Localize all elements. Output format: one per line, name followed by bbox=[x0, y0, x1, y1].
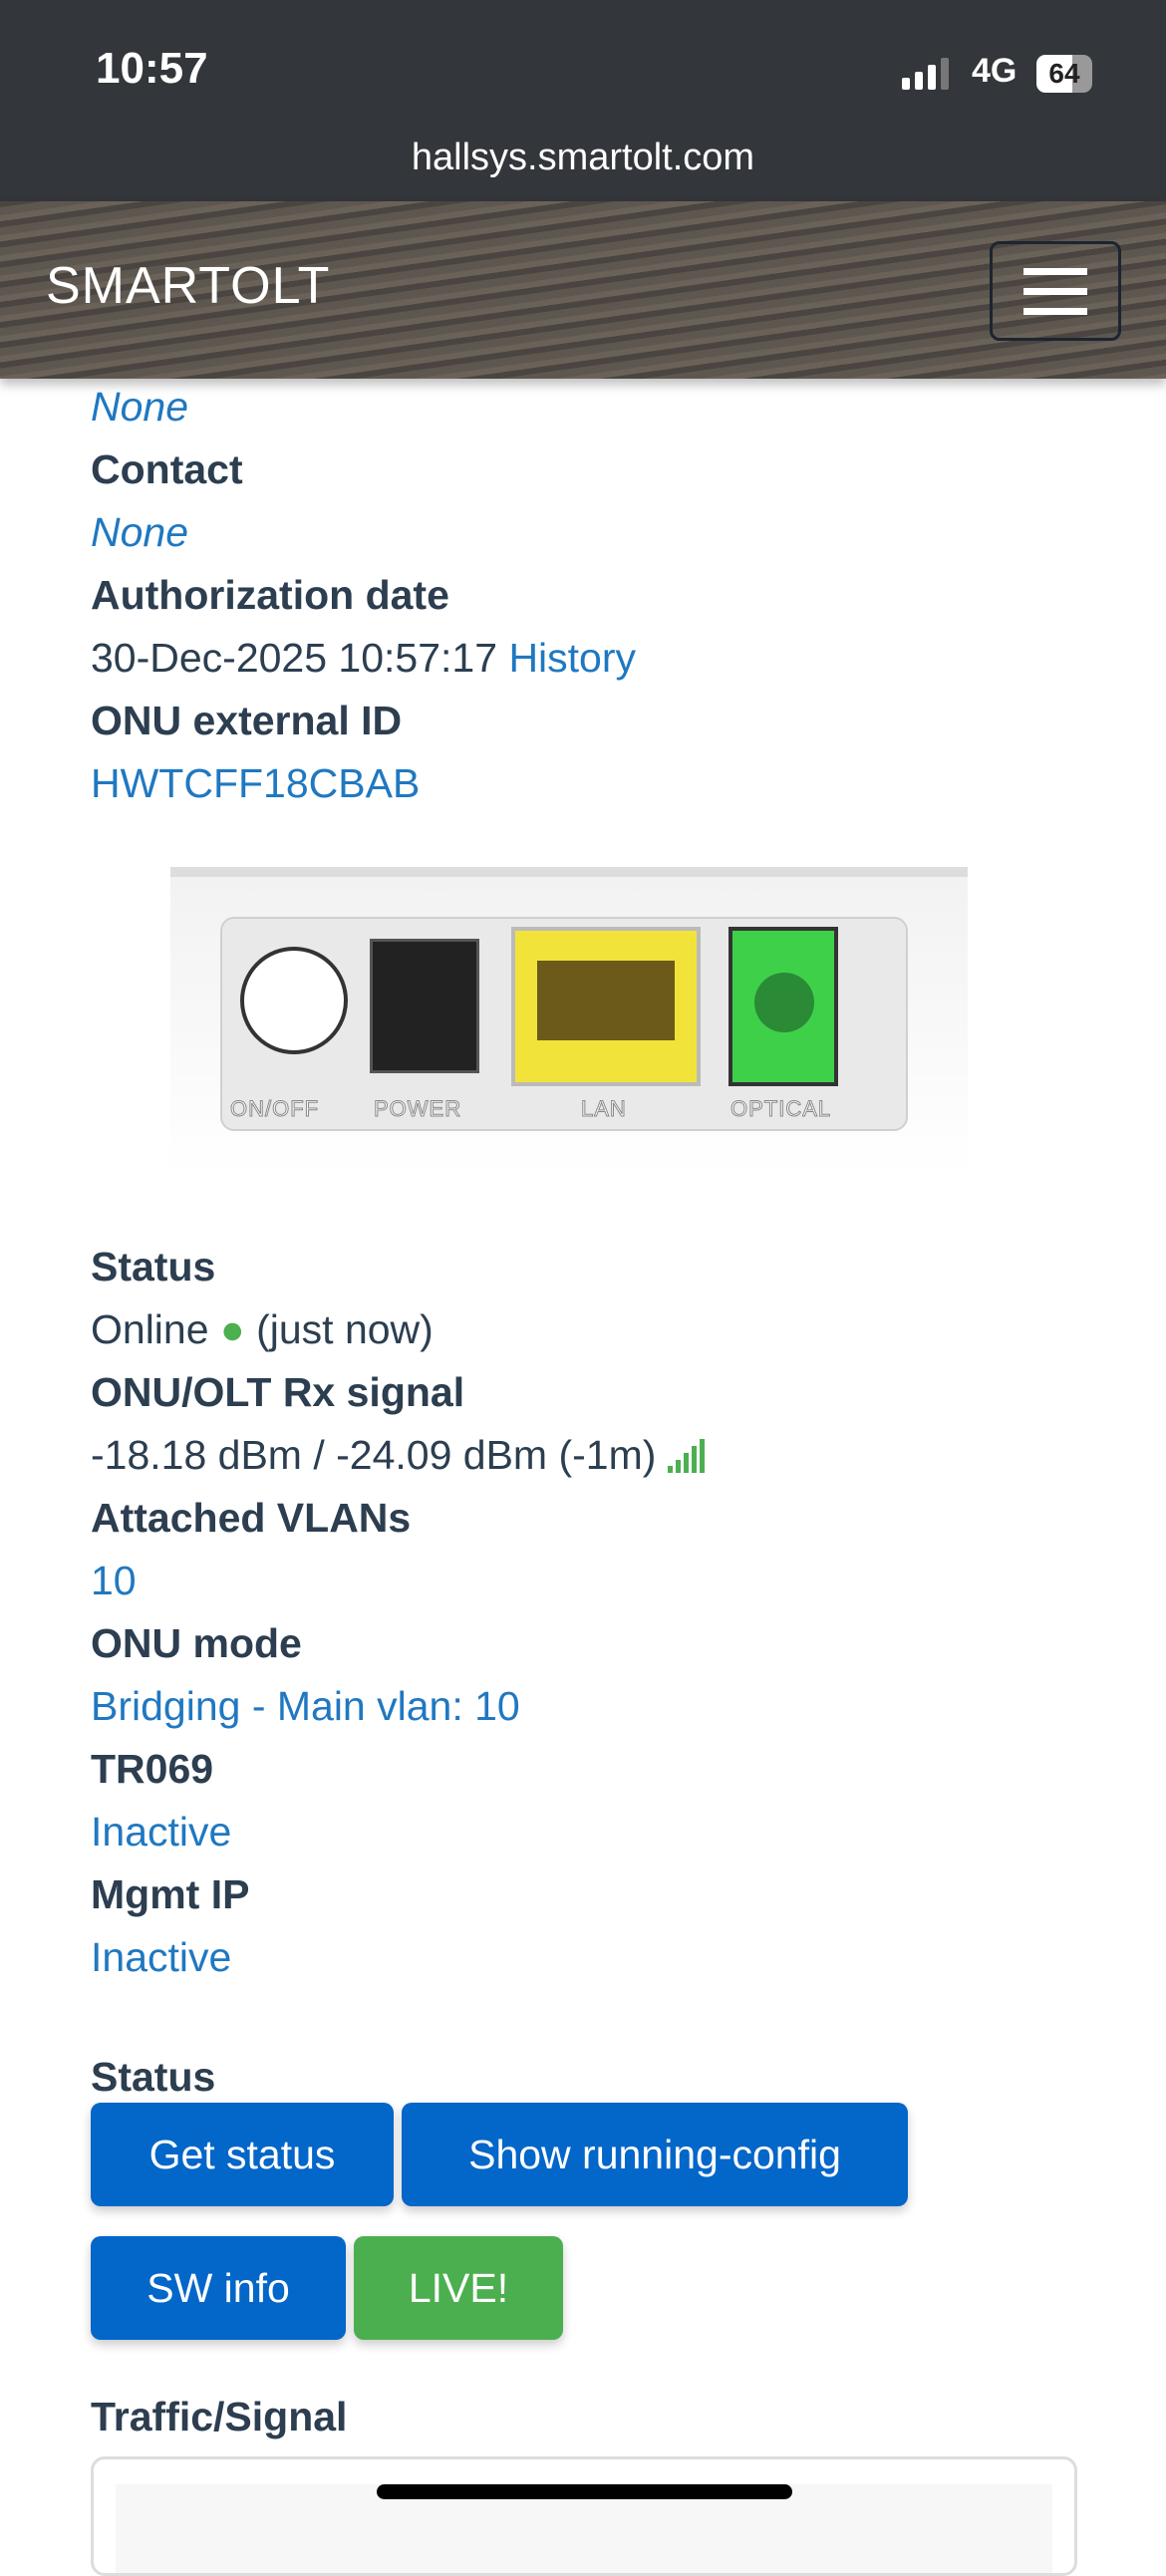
authorization-date-label: Authorization date bbox=[91, 572, 449, 618]
tr069-label: TR069 bbox=[91, 1746, 214, 1792]
onu-mode-label: ONU mode bbox=[91, 1620, 302, 1666]
traffic-signal-card bbox=[91, 2456, 1077, 2576]
actions-heading: Status bbox=[91, 2054, 216, 2100]
history-link[interactable]: History bbox=[508, 635, 637, 681]
signal-value: -18.18 dBm / -24.09 dBm (-1m) bbox=[91, 1432, 657, 1478]
hamburger-icon bbox=[1023, 267, 1087, 275]
live-button[interactable]: LIVE! bbox=[354, 2236, 563, 2340]
contact-value: None bbox=[91, 509, 189, 555]
onu-mode-link[interactable]: Bridging - Main vlan: 10 bbox=[91, 1683, 520, 1729]
external-id-label: ONU external ID bbox=[91, 698, 403, 743]
port-label: POWER bbox=[373, 1096, 462, 1122]
port-label: OPTICAL bbox=[729, 1096, 832, 1122]
lan-port bbox=[511, 927, 701, 1086]
vlans-link[interactable]: 10 bbox=[91, 1558, 137, 1603]
port-label: LAN bbox=[581, 1096, 627, 1122]
globe-icon: ● bbox=[219, 1306, 245, 1352]
onu-details: None Contact None Authorization date 30-… bbox=[91, 376, 1087, 2448]
power-switch-port bbox=[240, 947, 348, 1054]
status-bar: 10:57 4G 64 hallsys.smartolt.com bbox=[0, 0, 1166, 201]
show-running-config-button[interactable]: Show running-config bbox=[402, 2103, 908, 2206]
sw-info-button[interactable]: SW info bbox=[91, 2236, 346, 2340]
power-port bbox=[370, 939, 479, 1073]
traffic-signal-heading: Traffic/Signal bbox=[91, 2394, 348, 2439]
tr069-link[interactable]: Inactive bbox=[91, 1809, 232, 1855]
home-indicator[interactable] bbox=[377, 2484, 792, 2499]
status-value: Online bbox=[91, 1306, 209, 1352]
battery-icon: 64 bbox=[1036, 55, 1092, 93]
status-label: Status bbox=[91, 1244, 216, 1289]
status-row: Online ● (just now) bbox=[91, 1298, 1087, 1361]
url-bar[interactable]: hallsys.smartolt.com bbox=[411, 137, 755, 178]
field-value: None bbox=[91, 384, 189, 429]
cellular-signal-icon bbox=[902, 58, 949, 90]
mgmt-ip-label: Mgmt IP bbox=[91, 1871, 250, 1917]
brand-logo[interactable]: SMARTOLT bbox=[46, 257, 331, 315]
clock: 10:57 bbox=[96, 44, 208, 93]
get-status-button[interactable]: Get status bbox=[91, 2103, 394, 2206]
navbar: SMARTOLT bbox=[0, 201, 1166, 379]
signal-label: ONU/OLT Rx signal bbox=[91, 1369, 465, 1415]
menu-toggle-button[interactable] bbox=[990, 241, 1121, 341]
authorization-date-value: 30-Dec-2025 10:57:17 bbox=[91, 635, 498, 681]
port-label: ON/OFF bbox=[229, 1096, 320, 1122]
onu-device-image: ON/OFF POWER LAN OPTICAL bbox=[170, 867, 968, 1178]
network-type: 4G bbox=[972, 52, 1018, 90]
status-since: (just now) bbox=[256, 1306, 434, 1352]
signal-row: -18.18 dBm / -24.09 dBm (-1m) bbox=[91, 1424, 1087, 1487]
mgmt-ip-link[interactable]: Inactive bbox=[91, 1934, 232, 1980]
vlans-label: Attached VLANs bbox=[91, 1495, 412, 1541]
contact-label: Contact bbox=[91, 446, 243, 492]
external-id-link[interactable]: HWTCFF18CBAB bbox=[91, 760, 421, 806]
signal-strength-icon bbox=[667, 1439, 705, 1473]
authorization-date-row: 30-Dec-2025 10:57:17 History bbox=[91, 627, 1087, 690]
optical-port bbox=[729, 927, 838, 1086]
